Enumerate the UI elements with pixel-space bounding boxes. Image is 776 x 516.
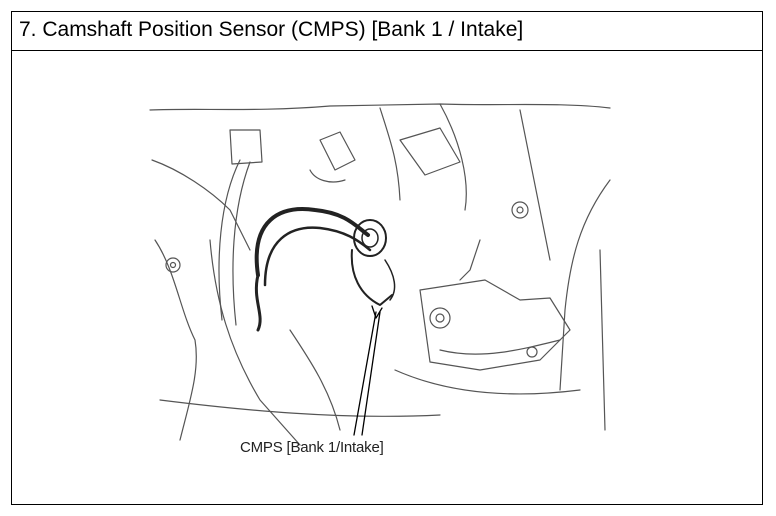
engine-cmps-illustration — [149, 103, 611, 446]
section-header: 7. Camshaft Position Sensor (CMPS) [Bank… — [12, 12, 762, 51]
document-frame: 7. Camshaft Position Sensor (CMPS) [Bank… — [11, 11, 763, 505]
cmps-callout-label: CMPS [Bank 1/Intake] — [240, 439, 384, 456]
section-title: 7. Camshaft Position Sensor (CMPS) [Bank… — [19, 18, 524, 41]
